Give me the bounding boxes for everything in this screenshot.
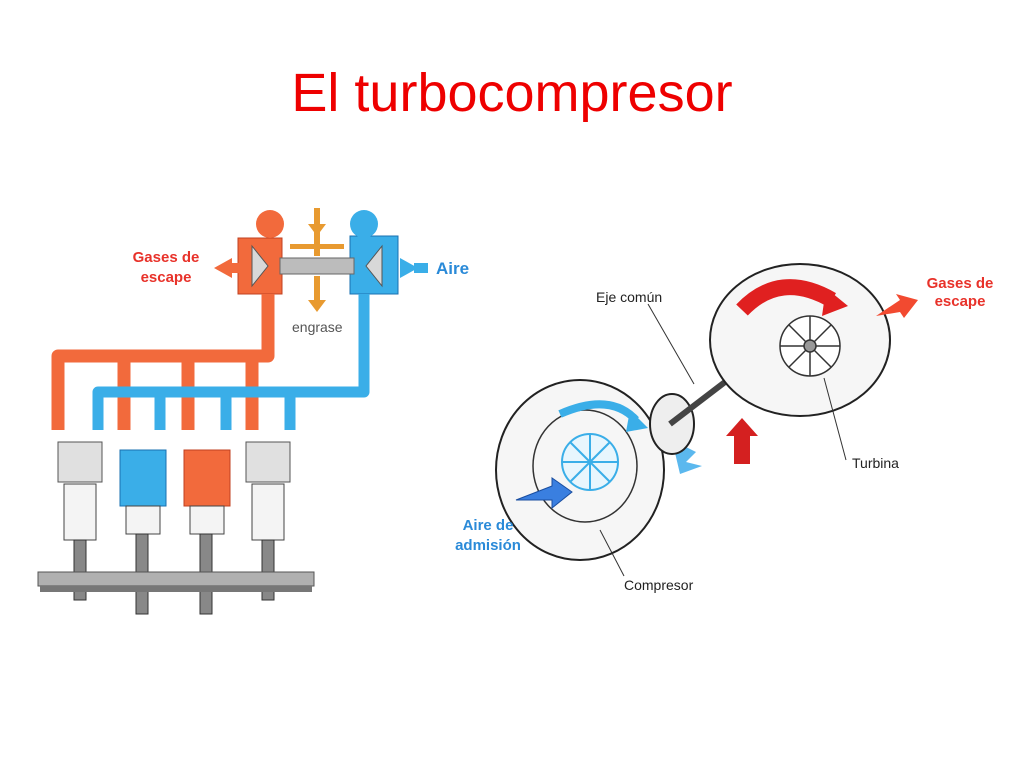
air-in-arrow xyxy=(400,258,418,278)
right-exhaust-label-line2: escape xyxy=(935,293,986,310)
page-title: El turbocompresor xyxy=(291,63,733,123)
engine-schematic: Gases de escape Aire engrase xyxy=(37,208,469,615)
intake-manifold xyxy=(92,294,370,430)
cylinder-2 xyxy=(119,449,167,615)
crankshaft xyxy=(37,571,315,587)
exhaust-inlet-arrow xyxy=(726,418,758,464)
oil-label: engrase xyxy=(292,319,343,335)
turbine-wheel xyxy=(251,244,269,288)
intake-label-line2: admisión xyxy=(455,537,521,554)
compressor-wheel xyxy=(365,244,383,288)
intake-air-arrow xyxy=(515,477,573,510)
exhaust-out-arrow xyxy=(876,294,918,318)
exhaust-out-arrow xyxy=(214,258,232,278)
intake-label-line1: Aire de xyxy=(463,517,514,534)
compressor-label: Compresor xyxy=(624,577,694,593)
turbo-unit xyxy=(237,208,399,312)
oil-in-arrow xyxy=(308,224,326,236)
shaft-label: Eje común xyxy=(596,289,662,305)
turbo-cutaway: Eje común Gases de escape Turbina Aire d… xyxy=(455,263,994,593)
oil-gallery xyxy=(290,244,344,249)
compressor-wheel xyxy=(561,433,619,491)
turbine-volute xyxy=(256,210,284,238)
exhaust-flow xyxy=(736,279,836,316)
exhaust-label-line1: Gases de xyxy=(133,249,200,266)
turbine-wheel xyxy=(779,315,841,377)
cylinder-1 xyxy=(57,441,103,601)
compressor-volute xyxy=(350,210,378,238)
turbo-shaft xyxy=(279,257,355,275)
air-label: Aire xyxy=(436,259,469,278)
oil-return-line xyxy=(314,276,320,304)
right-exhaust-label-line1: Gases de xyxy=(927,275,994,292)
compressor-housing xyxy=(349,235,399,295)
oil-out-arrow xyxy=(308,300,326,312)
exhaust-label-line2: escape xyxy=(141,269,192,286)
turbine-label: Turbina xyxy=(852,455,899,471)
